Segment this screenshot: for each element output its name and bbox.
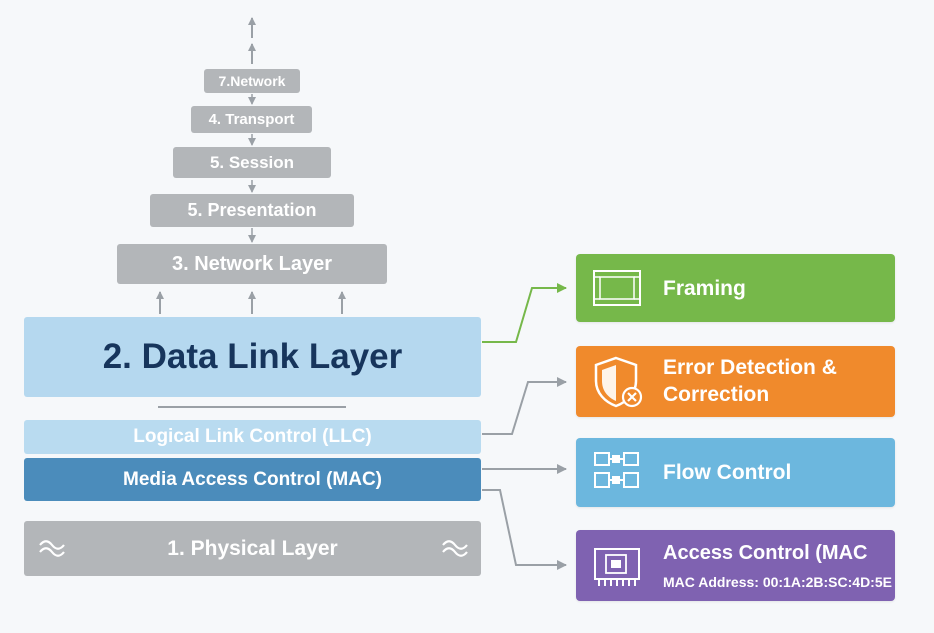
access-control-card: Access Control (MAC MAC Address: 00:1A:2… [576, 530, 895, 601]
layer-7-network: 7.Network [204, 69, 300, 93]
layer-5-session-label: 5. Session [209, 152, 295, 172]
data-link-label: 2. Data Link Layer [102, 337, 403, 376]
network-card-icon [594, 547, 640, 586]
flow-control-label: Flow Control [663, 461, 792, 484]
physical-layer: 1. Physical Layer [24, 521, 481, 576]
framing-card: Framing [576, 254, 895, 322]
error-detection-card: Error Detection & Correction [576, 346, 895, 417]
error-connector [482, 377, 567, 435]
layer-5-presentation: 5. Presentation [150, 194, 354, 227]
layer-3-network: 3. Network Layer [117, 244, 387, 284]
physical-label: 1. Physical Layer [167, 536, 338, 560]
layer-5-session: 5. Session [173, 147, 331, 178]
mac-address-label: MAC Address: 00:1A:2B:SC:4D:5E [663, 574, 892, 590]
layer-7-label: 7.Network [218, 73, 286, 89]
mac-sublayer: Media Access Control (MAC) [24, 458, 481, 501]
error-label-line1: Error Detection & [663, 356, 837, 379]
wave-icon-right [442, 540, 468, 557]
flow-blocks-icon [594, 451, 639, 488]
shield-x-icon [594, 356, 643, 407]
layer-4-label: 4. Transport [208, 111, 295, 128]
access-control-label: Access Control (MAC [663, 542, 868, 564]
llc-label: Logical Link Control (LLC) [133, 426, 372, 447]
framing-connector [482, 283, 567, 343]
framing-label: Framing [663, 276, 746, 300]
error-label-line2: Correction [663, 383, 770, 406]
layer-3-label: 3. Network Layer [171, 252, 333, 275]
data-link-layer: 2. Data Link Layer [24, 317, 481, 397]
mac-label: Media Access Control (MAC) [123, 468, 382, 490]
layer-5-presentation-label: 5. Presentation [187, 200, 317, 220]
wave-icon-left [39, 540, 65, 557]
llc-sublayer: Logical Link Control (LLC) [24, 420, 481, 454]
flow-control-card: Flow Control [576, 438, 895, 507]
layer-4-transport: 4. Transport [191, 106, 312, 133]
frame-icon [593, 270, 641, 306]
access-connector [482, 489, 567, 570]
